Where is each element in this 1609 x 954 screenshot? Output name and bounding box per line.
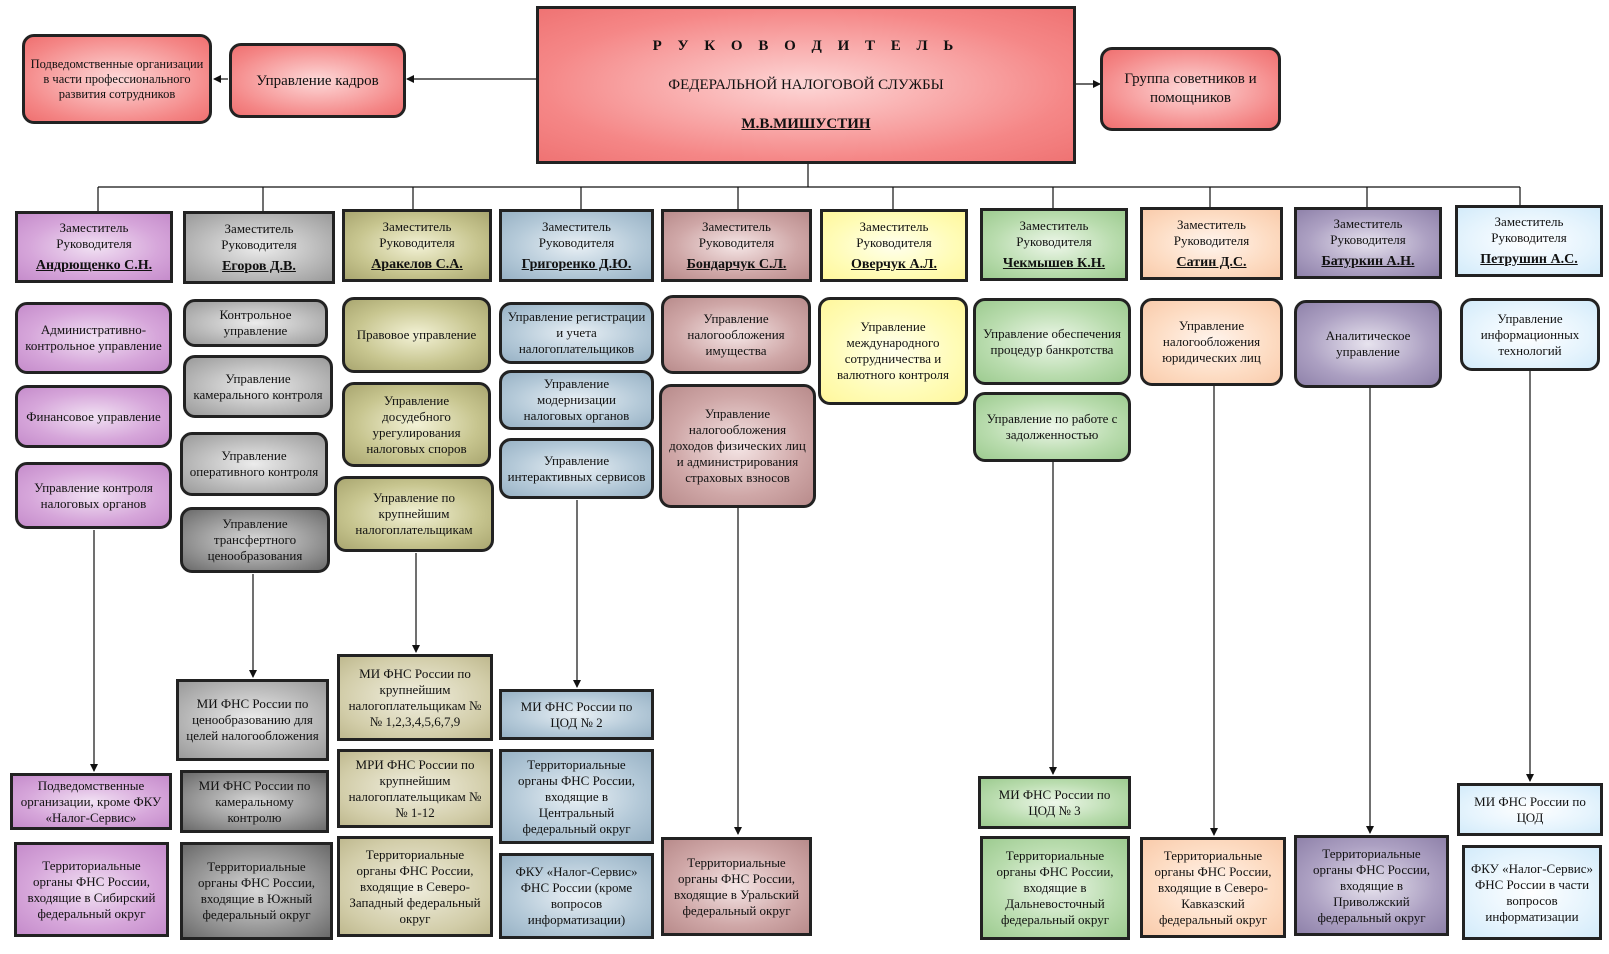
bottom-4-0[interactable]: Территориальные органы ФНС России, входя… (661, 837, 812, 936)
unit-2-1[interactable]: Управление досудебного урегулирования на… (342, 382, 491, 467)
deputy-1-name: Егоров Д.В. (222, 258, 296, 274)
deputy-7-name: Сатин Д.С. (1176, 254, 1247, 270)
deputy-3-name: Григоренко Д.Ю. (521, 256, 632, 272)
unit-0-2[interactable]: Управление контроля налоговых органов (15, 462, 172, 529)
bottom-0-1[interactable]: Территориальные органы ФНС России, входя… (14, 842, 169, 937)
bottom-8-0[interactable]: Территориальные органы ФНС России, входя… (1294, 835, 1449, 936)
unit-1-2[interactable]: Управление оперативного контроля (180, 432, 328, 496)
deputy-4-name: Бондарчук С.Л. (686, 256, 787, 272)
unit-6-1[interactable]: Управление по работе с задолженностью (973, 392, 1131, 462)
bottom-6-0[interactable]: МИ ФНС России по ЦОД № 3 (978, 776, 1131, 829)
deputy-9-name: Петрушин А.С. (1480, 252, 1578, 267)
bottom-2-2[interactable]: Территориальные органы ФНС России, входя… (337, 836, 493, 937)
unit-3-1[interactable]: Управление модернизации налоговых органо… (499, 370, 654, 430)
bottom-7-0[interactable]: Территориальные органы ФНС России, входя… (1140, 837, 1286, 938)
chief-box[interactable]: Р У К О В О Д И Т Е Л Ь ФЕДЕРАЛЬНОЙ НАЛО… (536, 6, 1076, 164)
deputy-8-label: Заместитель Руководителя (1330, 216, 1406, 247)
unit-4-0[interactable]: Управление налогообложения имущества (661, 295, 811, 374)
deputy-5-box[interactable]: Заместитель Руководителя Оверчук А.Л. (820, 209, 968, 282)
unit-7-0[interactable]: Управление налогообложения юридических л… (1140, 298, 1283, 386)
deputy-9-box[interactable]: Заместитель Руководителя Петрушин А.С. (1455, 205, 1603, 277)
unit-6-0[interactable]: Управление обеспечения процедур банкротс… (973, 298, 1131, 385)
unit-1-3[interactable]: Управление трансфертного ценообразования (180, 507, 330, 573)
hr-box[interactable]: Управление кадров (229, 43, 406, 118)
deputy-0-name: Андрющенко С.Н. (35, 258, 153, 273)
bottom-0-0[interactable]: Подведомственные организации, кроме ФКУ … (10, 773, 172, 830)
bottom-1-1[interactable]: МИ ФНС России по камеральному контролю (180, 770, 329, 833)
unit-2-0[interactable]: Правовое управление (342, 297, 491, 373)
bottom-3-1[interactable]: Территориальные органы ФНС России, входя… (499, 749, 654, 844)
hr-subordinate-box[interactable]: Подведомственные организации в части про… (22, 34, 212, 124)
unit-0-1[interactable]: Финансовое управление (15, 385, 172, 448)
bottom-9-0[interactable]: МИ ФНС России по ЦОД (1457, 783, 1603, 836)
unit-4-1[interactable]: Управление налогообложения доходов физич… (659, 384, 816, 508)
bottom-2-1[interactable]: МРИ ФНС России по крупнейшим налогоплате… (337, 749, 493, 828)
bottom-3-0[interactable]: МИ ФНС России по ЦОД № 2 (499, 689, 654, 740)
chief-title: Р У К О В О Д И Т Е Л Ь (652, 37, 960, 54)
deputy-3-label: Заместитель Руководителя (538, 218, 615, 250)
unit-3-0[interactable]: Управление регистрации и учета налогопла… (499, 302, 654, 364)
deputy-1-label: Заместитель Руководителя (221, 220, 297, 252)
bottom-9-1[interactable]: ФКУ «Налог-Сервис» ФНС России в части во… (1462, 845, 1602, 940)
deputy-6-box[interactable]: Заместитель Руководителя Чекмышев К.Н. (980, 208, 1128, 281)
deputy-3-box[interactable]: Заместитель Руководителя Григоренко Д.Ю. (499, 209, 654, 282)
bottom-1-0[interactable]: МИ ФНС России по ценообразованию для цел… (176, 679, 329, 761)
deputy-2-label: Заместитель Руководителя (379, 218, 455, 250)
bottom-6-1[interactable]: Территориальные органы ФНС России, входя… (980, 836, 1130, 940)
deputy-7-box[interactable]: Заместитель Руководителя Сатин Д.С. (1140, 207, 1283, 280)
deputy-4-label: Заместитель Руководителя (698, 218, 775, 250)
deputy-2-name: Аракелов С.А. (371, 256, 463, 272)
bottom-3-2[interactable]: ФКУ «Налог-Сервис» ФНС России (кроме воп… (499, 853, 654, 939)
unit-2-2[interactable]: Управление по крупнейшим налогоплательщи… (334, 476, 494, 552)
unit-5-0[interactable]: Управление международного сотрудничества… (818, 297, 968, 405)
deputy-4-box[interactable]: Заместитель Руководителя Бондарчук С.Л. (661, 209, 812, 282)
deputy-9-label: Заместитель Руководителя (1491, 214, 1567, 245)
unit-1-0[interactable]: Контрольное управление (183, 299, 328, 347)
deputy-5-label: Заместитель Руководителя (856, 218, 932, 250)
chief-name: М.В.МИШУСТИН (741, 115, 871, 132)
deputy-0-label: Заместитель Руководителя (56, 220, 132, 251)
chief-subtitle: ФЕДЕРАЛЬНОЙ НАЛОГОВОЙ СЛУЖБЫ (668, 76, 944, 93)
deputy-0-box[interactable]: Заместитель Руководителя Андрющенко С.Н. (15, 211, 173, 283)
bottom-2-0[interactable]: МИ ФНС России по крупнейшим налогоплател… (337, 654, 493, 741)
deputy-6-label: Заместитель Руководителя (1016, 217, 1092, 249)
deputy-5-name: Оверчук А.Л. (850, 256, 938, 272)
unit-3-2[interactable]: Управление интерактивных сервисов (499, 438, 654, 499)
deputy-7-label: Заместитель Руководителя (1173, 216, 1250, 248)
deputy-1-box[interactable]: Заместитель Руководителя Егоров Д.В. (183, 211, 335, 284)
unit-9-0[interactable]: Управление информационных технологий (1460, 298, 1600, 371)
bottom-1-2[interactable]: Территориальные органы ФНС России, входя… (180, 842, 333, 940)
deputy-8-box[interactable]: Заместитель Руководителя Батуркин А.Н. (1294, 207, 1442, 279)
unit-8-0[interactable]: Аналитическое управление (1294, 300, 1442, 388)
deputy-2-box[interactable]: Заместитель Руководителя Аракелов С.А. (342, 209, 492, 282)
advisors-box[interactable]: Группа советников и помощников (1100, 47, 1281, 131)
deputy-6-name: Чекмышев К.Н. (1002, 255, 1106, 271)
unit-0-0[interactable]: Административно-контрольное управление (15, 302, 172, 374)
unit-1-1[interactable]: Управление камерального контроля (183, 355, 333, 418)
deputy-8-name: Батуркин А.Н. (1321, 254, 1415, 269)
